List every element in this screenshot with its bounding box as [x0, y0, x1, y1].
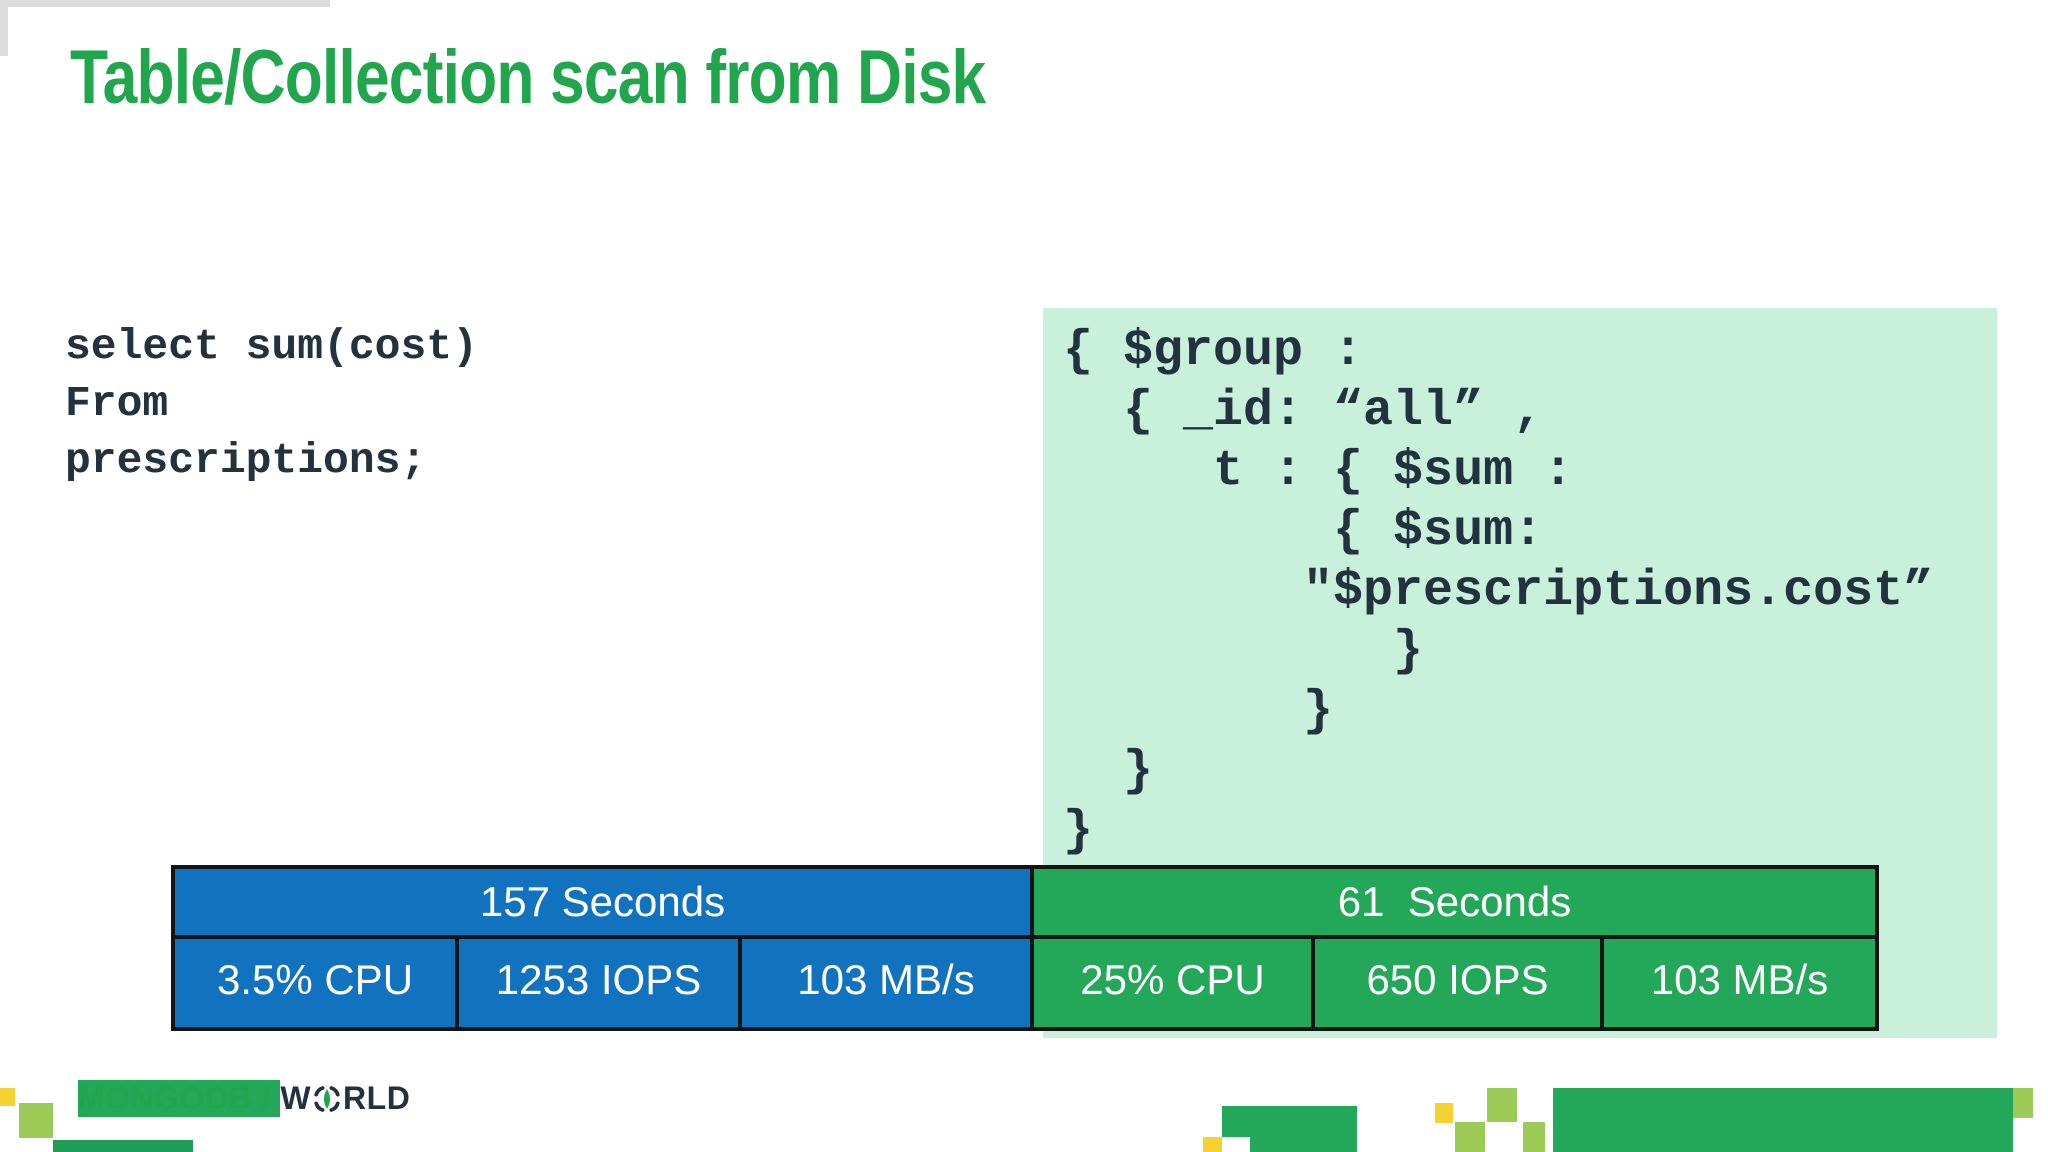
mongo-time-header: 61 Seconds — [1032, 867, 1877, 937]
sql-code-block: select sum(cost) From prescriptions; — [65, 322, 478, 485]
world-wordmark-rld: RLD — [343, 1080, 411, 1116]
pixel-decoration-light-green — [2013, 1088, 2033, 1118]
pixel-decoration-yellow — [0, 1088, 15, 1106]
pixel-decoration-yellow — [1435, 1103, 1453, 1123]
pixel-decoration-light-green — [19, 1103, 53, 1138]
world-wordmark-w: W — [280, 1080, 312, 1116]
sql-iops-cell: 1253 IOPS — [457, 937, 740, 1029]
results-table: 157 Seconds 61 Seconds 3.5% CPU 1253 IOP… — [171, 865, 1879, 1031]
logo-underline-bar — [53, 1140, 193, 1152]
mongo-cpu-cell: 25% CPU — [1032, 937, 1313, 1029]
page-title: Table/Collection scan from Disk — [70, 35, 986, 120]
pixel-decoration-light-green — [1487, 1088, 1517, 1122]
pixel-decoration-yellow — [1203, 1137, 1222, 1152]
mongodb-world-logo: MONGODB / W RLD — [78, 1080, 410, 1117]
mongo-throughput-cell: 103 MB/s — [1602, 937, 1877, 1029]
sql-time-header: 157 Seconds — [173, 867, 1032, 937]
pixel-decoration-light-green — [1455, 1122, 1485, 1152]
sql-throughput-cell: 103 MB/s — [740, 937, 1032, 1029]
capture-artifact — [0, 0, 8, 56]
mongodb-wordmark: MONGODB / — [78, 1080, 281, 1117]
sql-cpu-cell: 3.5% CPU — [173, 937, 457, 1029]
capture-artifact — [0, 0, 330, 7]
mongo-iops-cell: 650 IOPS — [1313, 937, 1602, 1029]
world-o-compass-icon — [314, 1085, 340, 1112]
pixel-decoration-light-green — [1523, 1122, 1545, 1152]
pixel-decoration-green — [1222, 1106, 1357, 1137]
pixel-decoration-green-band — [1553, 1088, 2013, 1152]
mongo-code-block: { $group : { _id: “all” , t : { $sum : {… — [1063, 323, 1934, 860]
pixel-decoration-green — [1250, 1137, 1357, 1152]
